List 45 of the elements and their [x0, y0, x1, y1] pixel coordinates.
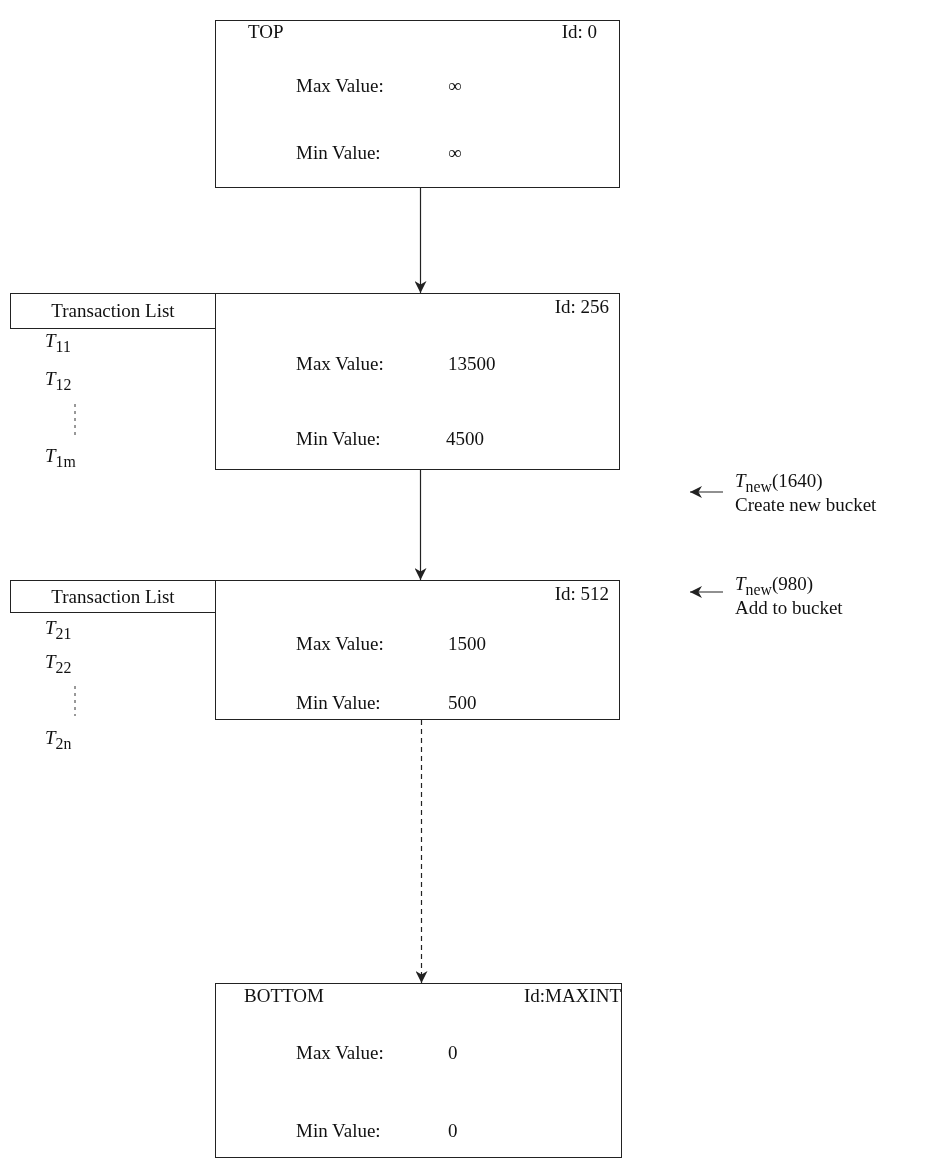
- transaction-item: T$_{12}$: [45, 368, 72, 395]
- field-label: Max Value:: [296, 1042, 384, 1064]
- id-label: Id: 256: [554, 296, 609, 318]
- field-label: Max Value:: [296, 633, 384, 655]
- field-label: Min Value:: [296, 692, 381, 714]
- box-title: BOTTOM: [244, 985, 324, 1007]
- list-title: Transaction List: [50, 300, 176, 322]
- bucket-box: [215, 580, 620, 720]
- field-label: Min Value:: [296, 428, 381, 450]
- bucket-box: [215, 983, 622, 1158]
- bucket-box: [215, 293, 620, 470]
- field-value: 0: [448, 1042, 458, 1064]
- note-text: Add to bucket: [735, 597, 843, 619]
- field-value: 1500: [448, 633, 486, 655]
- field-label: Min Value:: [296, 142, 381, 164]
- field-value: 4500: [446, 428, 484, 450]
- transaction-item: T$_{1m}$: [45, 445, 76, 472]
- arrow: [415, 719, 428, 984]
- field-label: Min Value:: [296, 1120, 381, 1142]
- box-title: TOP: [248, 21, 284, 43]
- field-value: 0: [448, 1120, 458, 1142]
- transaction-item: T$_{21}$: [45, 617, 72, 644]
- id-label: Id: 0: [561, 21, 597, 43]
- list-title: Transaction List: [50, 585, 176, 608]
- field-label: Max Value:: [296, 353, 384, 375]
- id-label: Id:MAXINT: [523, 985, 621, 1007]
- list-header-box: [10, 293, 216, 329]
- bucket-box: [215, 20, 620, 188]
- list-header-box: [10, 580, 216, 613]
- arrow: [689, 486, 724, 498]
- arrow: [689, 586, 724, 598]
- arrow: [414, 469, 427, 581]
- field-label: Max Value:: [296, 75, 384, 97]
- arrow: [414, 187, 427, 294]
- field-value: 13500: [448, 353, 496, 375]
- note-text: Create new bucket: [735, 494, 877, 516]
- transaction-label: T$_{new}$(1640): [735, 470, 823, 497]
- field-value: ∞: [448, 75, 462, 97]
- transaction-item: T$_{22}$: [45, 651, 72, 678]
- field-value: ∞: [448, 142, 462, 164]
- transaction-label: T$_{new}$(980): [735, 573, 814, 600]
- field-value: 500: [448, 692, 477, 714]
- transaction-item: T$_{2n}$: [45, 727, 72, 754]
- id-label: Id: 512: [554, 583, 609, 605]
- transaction-item: T$_{11}$: [45, 330, 71, 357]
